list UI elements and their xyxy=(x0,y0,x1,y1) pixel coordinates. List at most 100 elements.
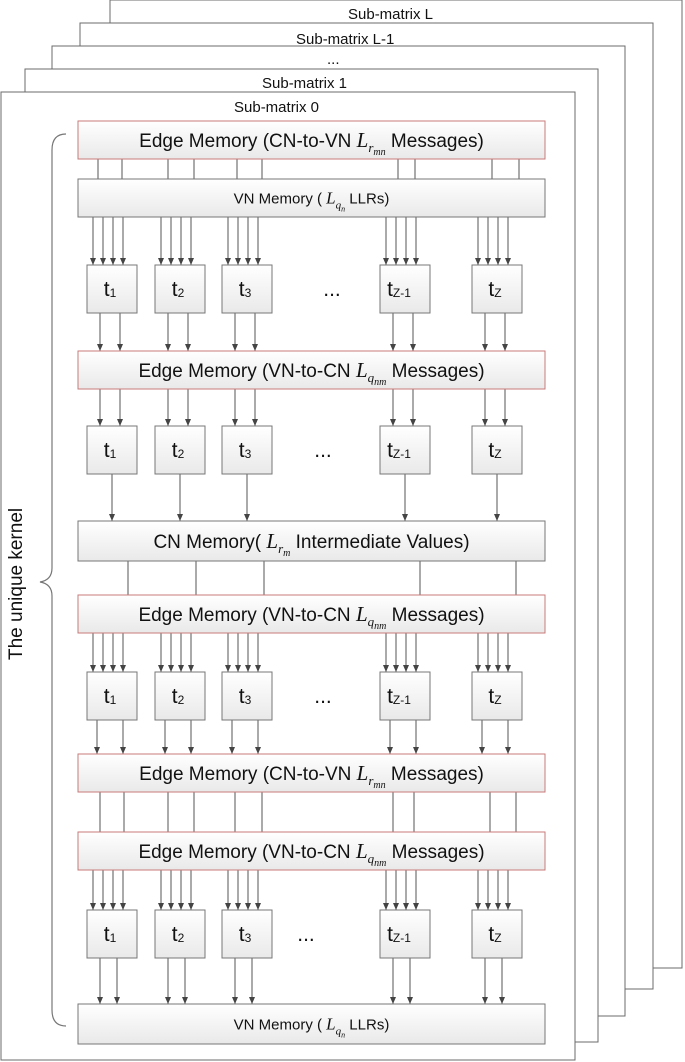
thread-box xyxy=(86,671,138,721)
submatrix-title-L: Sub-matrix L xyxy=(348,6,433,23)
thread-label: t3 xyxy=(239,923,252,946)
thread-z-row1: tZ xyxy=(471,264,523,314)
submatrix-title-1: Sub-matrix 1 xyxy=(262,75,347,92)
edge-memory-cn-to-vn-top-label: Edge Memory (CN-to-VN Lrmn Messages) xyxy=(139,128,484,158)
thread-box xyxy=(221,671,273,721)
thread-box xyxy=(154,671,206,721)
thread-3-row2: t3 xyxy=(221,425,273,475)
thread-label: tZ xyxy=(488,439,501,462)
submatrix-title-L-1: Sub-matrix L-1 xyxy=(296,31,394,48)
thread-box xyxy=(221,909,273,959)
edge-memory-cn-to-vn-2: Edge Memory (CN-to-VN Lrmn Messages) xyxy=(77,753,546,793)
edge-memory-vn-to-cn-1: Edge Memory (VN-to-CN Lqnm Messages) xyxy=(77,350,546,390)
thread-label: t1 xyxy=(104,439,117,462)
edge-memory-vn-to-cn-1-label: Edge Memory (VN-to-CN Lqnm Messages) xyxy=(138,358,484,388)
thread-box xyxy=(471,264,523,314)
edge-memory-vn-to-cn-3-label: Edge Memory (VN-to-CN Lqnm Messages) xyxy=(138,839,484,869)
thread-3-row3: t3 xyxy=(221,671,273,721)
thread-ellipsis: ... xyxy=(323,278,341,301)
submatrix-page-0 xyxy=(0,91,576,1061)
thread-1-row2: t1 xyxy=(86,425,138,475)
thread-1-row3: t1 xyxy=(86,671,138,721)
thread-label: tZ-1 xyxy=(387,685,411,708)
thread-2-row3: t2 xyxy=(154,671,206,721)
edge-memory-vn-to-cn-2-label: Edge Memory (VN-to-CN Lqnm Messages) xyxy=(138,602,484,632)
cn-memory-box xyxy=(77,520,546,562)
thread-3-row1: t3 xyxy=(221,264,273,314)
thread-ellipsis: ... xyxy=(314,439,332,462)
thread-label: t2 xyxy=(172,685,185,708)
thread-z-1-row2: tZ-1 xyxy=(379,425,431,475)
submatrix-title-ellipsis: ... xyxy=(327,51,340,68)
edge-memory-vn-to-cn-1-box xyxy=(77,350,546,390)
thread-box xyxy=(154,425,206,475)
thread-z-1-row1: tZ-1 xyxy=(379,264,431,314)
edge-memory-cn-to-vn-top: Edge Memory (CN-to-VN Lrmn Messages) xyxy=(77,120,546,160)
thread-2-row2: t2 xyxy=(154,425,206,475)
thread-label: t2 xyxy=(172,923,185,946)
vn-memory-top-box xyxy=(77,178,546,218)
edge-memory-vn-to-cn-2-box xyxy=(77,594,546,634)
thread-2-row4: t2 xyxy=(154,909,206,959)
vn-memory-bottom-box xyxy=(77,1003,546,1045)
memory-blocks: Edge Memory (CN-to-VN Lrmn Messages) VN M… xyxy=(77,120,546,1045)
vn-memory-bottom: VN Memory ( Lqn LLRs) xyxy=(77,1003,546,1045)
thread-2-row1: t2 xyxy=(154,264,206,314)
thread-label: t3 xyxy=(239,278,252,301)
thread-label: tZ-1 xyxy=(387,923,411,946)
thread-label: tZ xyxy=(488,923,501,946)
thread-ellipsis: ... xyxy=(297,923,315,946)
thread-blocks: t1 t2 t3 tZ-1 tZ... t1 t2 t3 tZ-1 tZ... t1 t2 t3 tZ-1… xyxy=(86,264,523,959)
thread-box xyxy=(379,264,431,314)
thread-box xyxy=(154,264,206,314)
thread-box xyxy=(471,671,523,721)
thread-z-1-row4: tZ-1 xyxy=(379,909,431,959)
thread-z-row4: tZ xyxy=(471,909,523,959)
cn-memory: CN Memory( Lrm Intermediate Values) xyxy=(77,520,546,562)
cn-memory-label: CN Memory( Lrm Intermediate Values) xyxy=(153,529,469,559)
thread-label: t3 xyxy=(239,685,252,708)
vn-memory-top-label: VN Memory ( Lqn LLRs) xyxy=(234,188,390,213)
thread-box xyxy=(379,909,431,959)
vn-memory-top: VN Memory ( Lqn LLRs) xyxy=(77,178,546,218)
thread-box xyxy=(221,425,273,475)
thread-ellipsis: ... xyxy=(314,685,332,708)
thread-box xyxy=(86,425,138,475)
thread-3-row4: t3 xyxy=(221,909,273,959)
thread-label: tZ-1 xyxy=(387,439,411,462)
thread-label: tZ-1 xyxy=(387,278,411,301)
thread-box xyxy=(471,425,523,475)
thread-box xyxy=(471,909,523,959)
thread-label: t1 xyxy=(104,685,117,708)
thread-label: t3 xyxy=(239,439,252,462)
thread-box xyxy=(154,909,206,959)
kernel-brace xyxy=(39,133,67,1027)
thread-box xyxy=(379,425,431,475)
thread-box xyxy=(379,671,431,721)
thread-label: t1 xyxy=(104,923,117,946)
thread-label: t2 xyxy=(172,278,185,301)
edge-memory-vn-to-cn-2: Edge Memory (VN-to-CN Lqnm Messages) xyxy=(77,594,546,634)
thread-z-row3: tZ xyxy=(471,671,523,721)
thread-label: t2 xyxy=(172,439,185,462)
edge-memory-vn-to-cn-3-box xyxy=(77,831,546,871)
edge-memory-cn-to-vn-2-box xyxy=(77,753,546,793)
thread-box xyxy=(86,264,138,314)
thread-z-1-row3: tZ-1 xyxy=(379,671,431,721)
submatrix-title-0: Sub-matrix 0 xyxy=(234,99,319,116)
vn-memory-bottom-label: VN Memory ( Lqn LLRs) xyxy=(234,1014,390,1039)
thread-box xyxy=(86,909,138,959)
thread-z-row2: tZ xyxy=(471,425,523,475)
thread-1-row4: t1 xyxy=(86,909,138,959)
edge-memory-cn-to-vn-top-box xyxy=(77,120,546,160)
kernel-side-label: The unique kernel xyxy=(6,508,27,660)
thread-label: t1 xyxy=(104,278,117,301)
edge-memory-vn-to-cn-3: Edge Memory (VN-to-CN Lqnm Messages) xyxy=(77,831,546,871)
thread-label: tZ xyxy=(488,278,501,301)
thread-label: tZ xyxy=(488,685,501,708)
thread-1-row1: t1 xyxy=(86,264,138,314)
connectors xyxy=(90,159,520,1004)
thread-box xyxy=(221,264,273,314)
edge-memory-cn-to-vn-2-label: Edge Memory (CN-to-VN Lrmn Messages) xyxy=(139,761,484,791)
